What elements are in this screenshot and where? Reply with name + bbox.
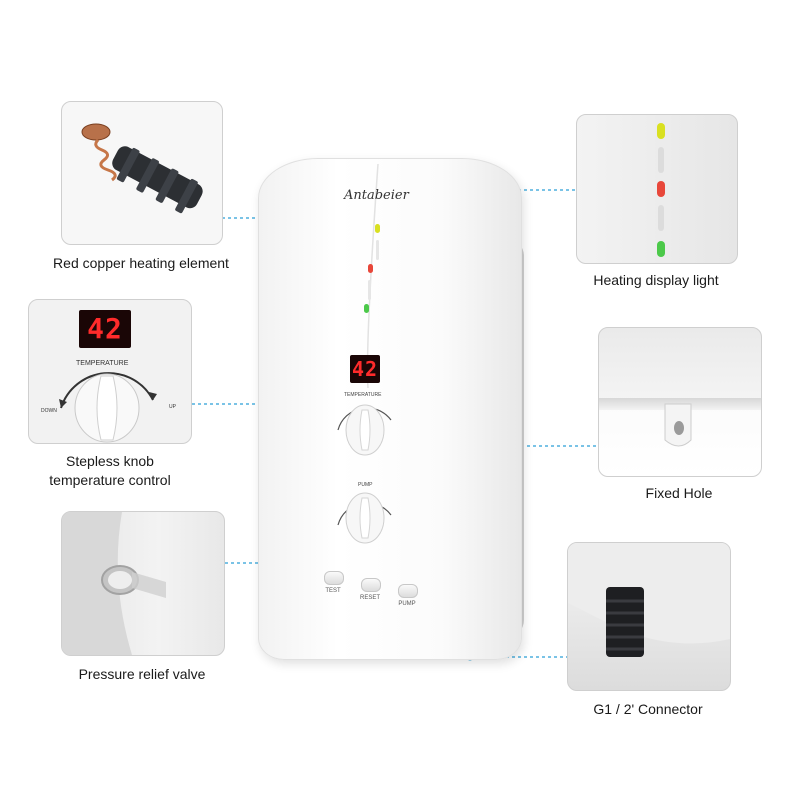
led-red-indicator [368,264,373,273]
knob-callout: 42 TEMPERATURE DOWN UP [28,299,192,444]
temperature-display: 42 [350,355,380,383]
callout-temperature-display: 42 [79,310,131,348]
knob-caption: Stepless knob temperature control [20,452,200,490]
relief-valve-icon [62,512,166,655]
heating-light-caption-text: Heating display light [593,272,719,288]
heating-light-caption: Heating display light [560,271,752,290]
callout-down-label: DOWN [41,408,57,414]
knob-caption-line2: temperature control [49,472,171,488]
fixed-hole-bracket-icon [664,403,692,447]
fixed-hole-callout [598,327,762,477]
light-track [658,147,664,173]
led-track [376,240,379,260]
temperature-knob-dial [337,404,392,544]
fixed-hole-caption-text: Fixed Hole [645,485,713,501]
reset-button-label: RESET [359,595,380,601]
heating-light-callout [576,114,738,264]
light-green-led [657,241,665,257]
pump-button-label: PUMP [398,601,416,607]
led-green-indicator [364,304,369,313]
callout-up-label: UP [169,404,176,410]
reset-button[interactable] [361,578,381,592]
relief-valve-callout [61,511,225,656]
pump-button[interactable] [398,584,418,598]
fixed-hole-caption: Fixed Hole [590,484,768,503]
connector-caption: G1 / 2' Connector [560,700,736,719]
led-yellow-indicator [375,224,380,233]
pump-knob-label: PUMP [358,482,373,488]
temperature-knob-label: TEMPERATURE [344,392,382,398]
temperature-knob-icon [59,372,157,443]
light-track [658,205,664,231]
light-red-led [657,181,665,197]
water-heater-device: Antabeier 42 TEMPERATURE PUMP TEST RESET… [258,158,528,663]
heater-front-panel [258,158,522,660]
connector-caption-text: G1 / 2' Connector [593,701,703,717]
brand-logo: Antabeier [344,188,409,203]
test-button-label: TEST [325,588,341,594]
relief-valve-caption-text: Pressure relief valve [78,666,206,682]
copper-element-caption: Red copper heating element [32,254,250,273]
light-yellow-led [657,123,665,139]
connector-thread-icon [568,543,730,657]
connector-callout [567,542,731,691]
relief-valve-caption: Pressure relief valve [40,665,244,684]
callout-temperature-label: TEMPERATURE [76,360,129,367]
copper-caption-text: Red copper heating element [53,255,229,271]
test-button[interactable] [324,571,344,585]
copper-element-callout [61,101,223,245]
led-track [368,280,371,300]
knob-caption-line1: Stepless knob [66,453,154,469]
copper-heating-element-icon [81,123,203,214]
